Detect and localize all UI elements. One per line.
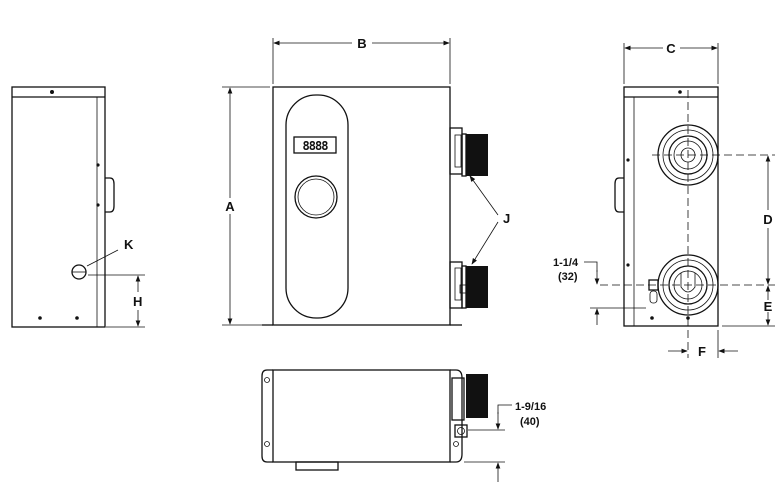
- control-knob: [294, 175, 338, 219]
- label-k: K: [124, 237, 134, 252]
- label-bottom-offset-inches: 1-9/16: [515, 401, 546, 413]
- side-knob: [105, 177, 115, 213]
- label-j: J: [503, 211, 510, 226]
- label-h: H: [133, 294, 142, 309]
- front-view: 8888 B A J: [222, 36, 510, 326]
- bottom-view: 1-9/16 (40): [261, 369, 546, 482]
- label-f: F: [698, 344, 706, 359]
- control-panel: [285, 94, 349, 319]
- side-view-left: K H: [11, 86, 145, 328]
- label-e: E: [764, 299, 773, 314]
- label-a: A: [225, 199, 235, 214]
- label-offset-inches: 1-1/4: [553, 257, 579, 269]
- label-d: D: [763, 212, 772, 227]
- fitting-bottom: [449, 261, 488, 309]
- digital-display: [293, 136, 337, 154]
- display-readout: 8888: [303, 139, 329, 153]
- label-offset-mm: (32): [558, 271, 578, 283]
- label-b: B: [357, 36, 366, 51]
- label-c: C: [666, 41, 676, 56]
- side-view-right: C D E F 1-1/4 (32): [553, 41, 775, 359]
- label-bottom-offset-mm: (40): [520, 416, 540, 428]
- fitting-top: [449, 127, 488, 177]
